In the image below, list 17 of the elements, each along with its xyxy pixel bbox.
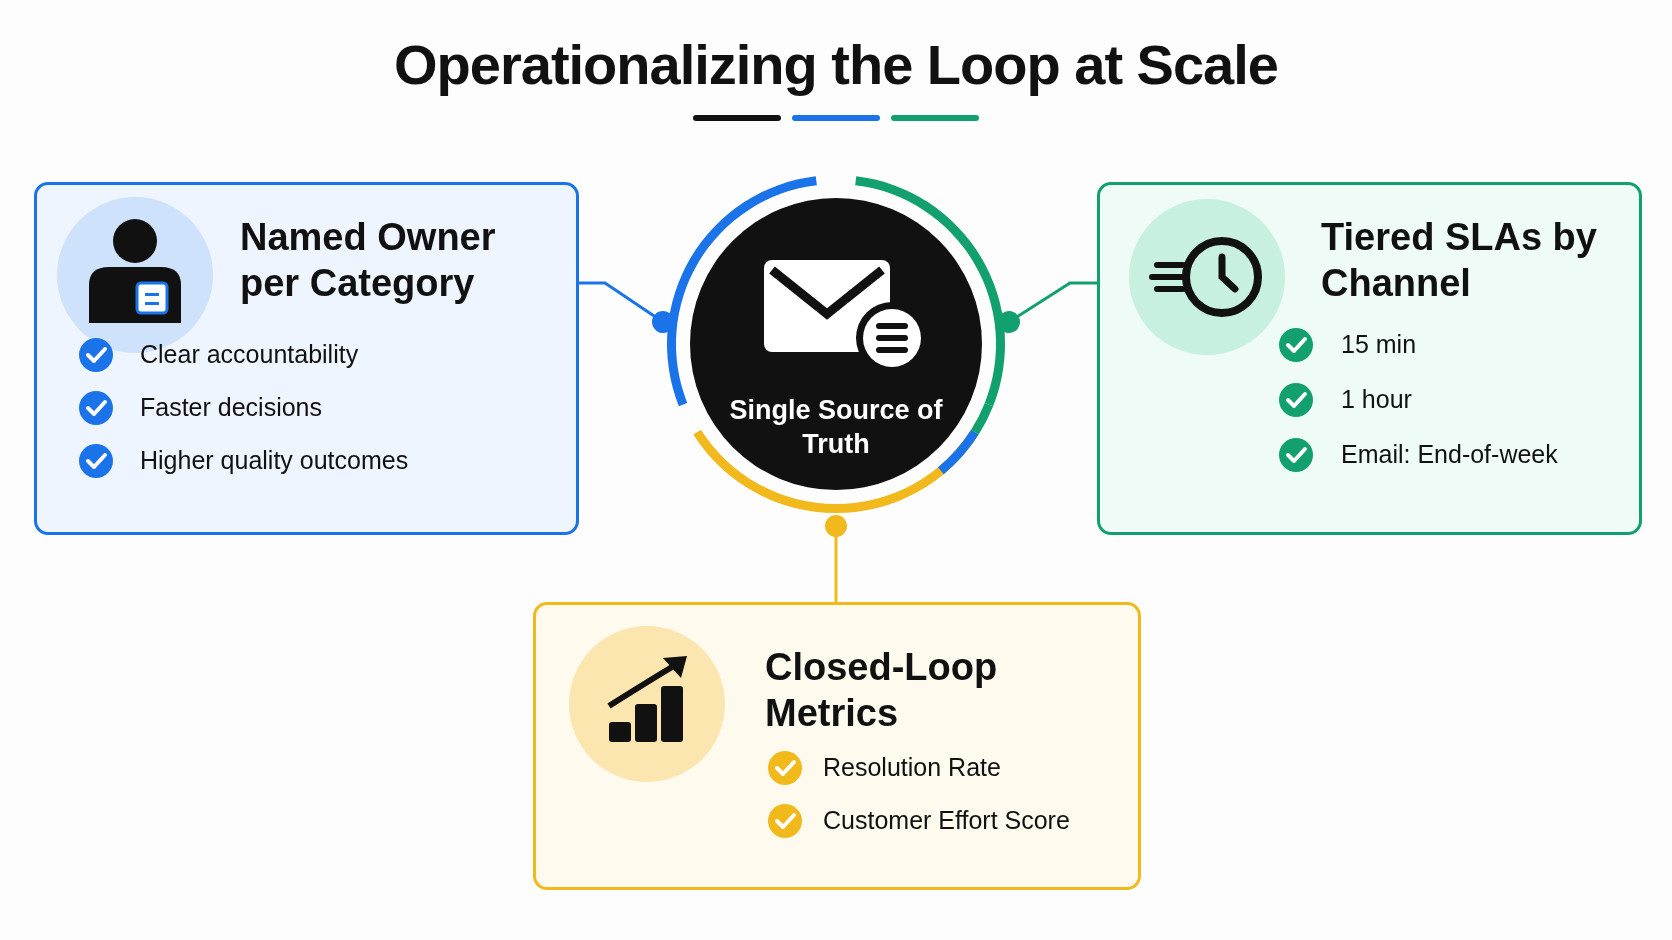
card-panel bbox=[1097, 182, 1642, 535]
card-panel bbox=[533, 602, 1141, 890]
list-item: 1 hour bbox=[1341, 385, 1412, 414]
list-item: Higher quality outcomes bbox=[140, 446, 409, 475]
connector bbox=[825, 515, 847, 602]
list-item: 15 min bbox=[1341, 330, 1417, 359]
list-item: Clear accountability bbox=[140, 340, 359, 369]
list-item: Customer Effort Score bbox=[823, 806, 1070, 835]
diagram-title: Operationalizing the Loop at Scale bbox=[393, 32, 1279, 97]
card-heading: Named Owner per Category bbox=[240, 215, 497, 306]
list-item: Faster decisions bbox=[140, 393, 323, 422]
center-label: Single Source of Truth bbox=[728, 394, 944, 461]
card-heading: Tiered SLAs by Channel bbox=[1321, 215, 1598, 306]
list-item: Email: End-of-week bbox=[1341, 440, 1558, 469]
list-item: Resolution Rate bbox=[823, 753, 1001, 782]
card-panel bbox=[34, 182, 579, 535]
card-heading: Closed-Loop Metrics bbox=[765, 645, 999, 736]
